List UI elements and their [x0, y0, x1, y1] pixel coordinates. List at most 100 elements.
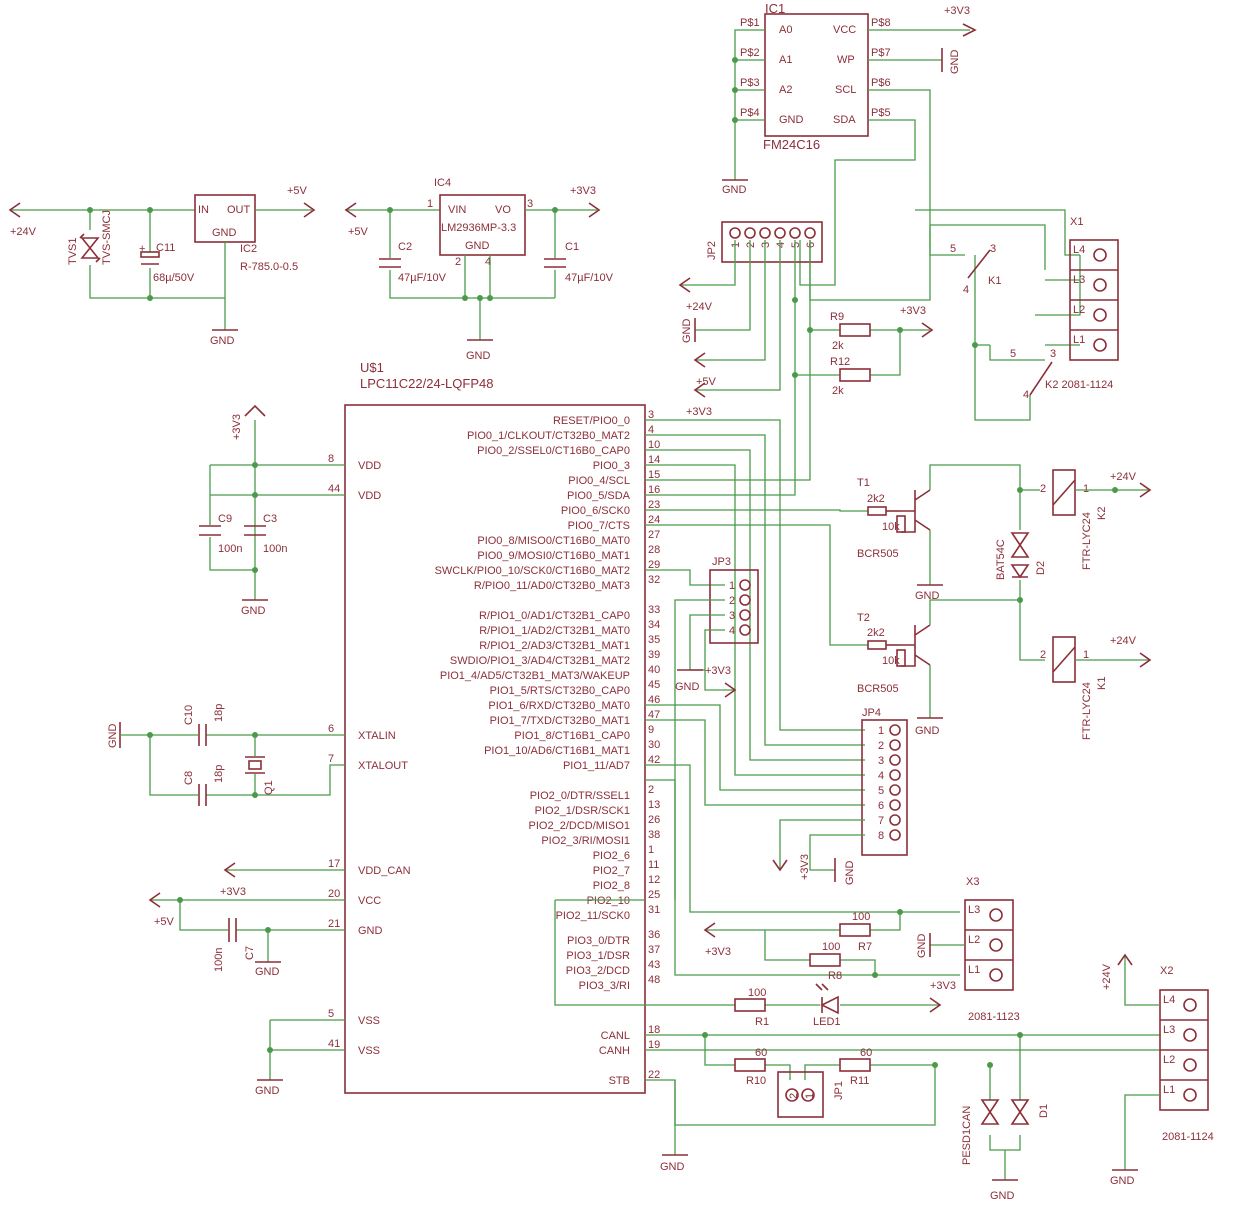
jp2-pin-pad	[804, 227, 816, 239]
r7-value: 100	[852, 911, 870, 923]
u1-right-pin-num: 37	[648, 944, 660, 956]
u1-right-pin-num: 31	[648, 904, 660, 916]
jp3-name: JP3	[712, 556, 731, 568]
u1-right-pin-num: 29	[648, 559, 660, 571]
x3-gnd-label: GND	[916, 934, 928, 959]
vdd-3v3-label: +3V3	[231, 414, 243, 440]
u1-left-pin-num: 20	[328, 888, 340, 900]
jp2-name: JP2	[706, 241, 718, 260]
ic4-pin-4: 4	[485, 256, 491, 268]
u1-left-pins: 8VDD44VDD6XTALIN7XTALOUT17VDD_CAN20VCC21…	[328, 453, 411, 1057]
u1-right-pin-name: PIO1_8/CT16B1_CAP0	[514, 730, 630, 742]
u1-right-pin-name: PIO2_7	[593, 865, 630, 877]
u1-left-pin-num: 7	[328, 753, 334, 765]
u1-right-pin-num: 34	[648, 619, 660, 631]
c8-value: 18p	[213, 765, 225, 783]
r9-value: 2k	[832, 340, 844, 352]
u1-right-pin-num: 4	[648, 424, 654, 436]
t2-part: BCR505	[857, 683, 899, 695]
jp1-pin1: 1	[804, 1093, 816, 1099]
k1-c3: 3	[990, 243, 996, 255]
c11-name: C11	[156, 242, 175, 254]
u1-right-pin-num: 24	[648, 514, 660, 526]
gpio-wiring: +3V3 +3V3	[554, 406, 960, 1013]
k2-pin2: 2	[1040, 483, 1046, 495]
u1-right-pin-name: PIO1_7/TXD/CT32B0_MAT1	[490, 715, 630, 727]
ic1-name: IC1	[765, 1, 785, 16]
x3-part: 2081-1123	[968, 1011, 1020, 1023]
jp4-pin-num: 5	[878, 785, 884, 797]
x3-pin-l2: L2	[968, 934, 980, 946]
u1-right-pin-name: CANL	[601, 1030, 630, 1042]
c9-name: C9	[218, 513, 232, 525]
c7-value: 100n	[213, 948, 225, 972]
jp2-pin-num: 1	[730, 242, 742, 248]
u1-left-pin-num: 21	[328, 918, 340, 930]
ic4-out-label: +3V3	[570, 185, 596, 197]
ic4-pin-gnd: GND	[465, 240, 490, 252]
u1-right-pin-name: PIO2_3/RI/MOSI1	[541, 835, 630, 847]
jp2-gnd-label: GND	[681, 319, 693, 344]
c10-name: C10	[183, 705, 195, 725]
u1-right-pin-name: PIO0_5/SDA	[567, 490, 631, 502]
k1-24v-label: +24V	[1110, 635, 1137, 647]
u1-right-pin-num: 33	[648, 604, 660, 616]
u1-right-pin-name: PIO0_7/CTS	[568, 520, 630, 532]
jp4-pin-num: 2	[878, 740, 884, 752]
u1-right-pin-num: 26	[648, 814, 660, 826]
u1-right-pin-num: 19	[648, 1039, 660, 1051]
ic1-pin-gnd: GND	[779, 114, 804, 126]
u1-right-pin-num: 12	[648, 874, 660, 886]
ic2-part: R-785.0-0.5	[240, 261, 298, 273]
ic4-pin-1: 1	[427, 198, 433, 210]
u1-right-pin-num: 38	[648, 829, 660, 841]
xtal-gnd-label: GND	[107, 724, 119, 749]
ic4-pin-vin: VIN	[448, 204, 466, 216]
k2-coil-part: FTR-LYC24	[1081, 512, 1093, 570]
stb-gnd-label: GND	[660, 1161, 685, 1173]
k2-24v-label: +24V	[1110, 471, 1137, 483]
u1-right-pins: 3RESET/PIO0_04PIO0_1/CLKOUT/CT32B0_MAT21…	[435, 409, 661, 1087]
jp4-pin-pad	[889, 724, 901, 736]
jp4-pin-pad	[889, 799, 901, 811]
u1-mcu: U$1 LPC11C22/24-LQFP48 8VDD44VDD6XTALIN7…	[328, 360, 661, 1094]
u1-right-pin-num: 25	[648, 889, 660, 901]
u1-left-pin-name: XTALOUT	[358, 760, 408, 772]
ic1-pad-1: P$1	[740, 17, 760, 29]
u1-right-pin-name: PIO2_6	[593, 850, 630, 862]
u1-right-pin-num: 18	[648, 1024, 660, 1036]
u1-left-pin-num: 17	[328, 858, 340, 870]
ic1-pin-a2: A2	[779, 84, 792, 96]
jp3-pin-pad	[739, 579, 751, 591]
jp2-pin-pad	[744, 227, 756, 239]
u1-right-pin-name: PIO3_1/DSR	[566, 950, 630, 962]
d1-part: PESD1CAN	[961, 1106, 973, 1165]
ic2-name: IC2	[240, 243, 257, 255]
ic1-vcc-label: +3V3	[944, 5, 970, 17]
reset-3v3-label: +3V3	[686, 406, 712, 418]
u1-left-pin-num: 41	[328, 1038, 340, 1050]
jp4-pin-pad	[889, 769, 901, 781]
k2-c3: 3	[1050, 348, 1056, 360]
d2-part: BAT54C	[995, 539, 1007, 580]
jp3-pin-pad	[739, 624, 751, 636]
u1-left-pin-num: 44	[328, 483, 340, 495]
jp4-pin-pad	[889, 739, 901, 751]
c1-value: 47µF/10V	[565, 272, 614, 284]
u1-left-pin-num: 6	[328, 723, 334, 735]
d2-name: D2	[1035, 561, 1047, 575]
x1-pin-l4: L4	[1073, 244, 1085, 256]
ic4-in-label: +5V	[348, 226, 369, 238]
c2-name: C2	[398, 241, 412, 253]
vdd-gnd-label: GND	[241, 605, 266, 617]
can-gnd-label: GND	[255, 966, 280, 978]
u1-right-pin-name: R/PIO1_0/AD1/CT32B1_CAP0	[479, 610, 630, 622]
c11-value: 68µ/50V	[153, 272, 195, 284]
t1-r1-label: 2k2	[867, 493, 885, 505]
u1-right-pin-name: PIO1_6/RXD/CT32B0_MAT0	[488, 700, 630, 712]
ic4-pin-3: 3	[527, 198, 533, 210]
u1-left-pin-num: 8	[328, 453, 334, 465]
